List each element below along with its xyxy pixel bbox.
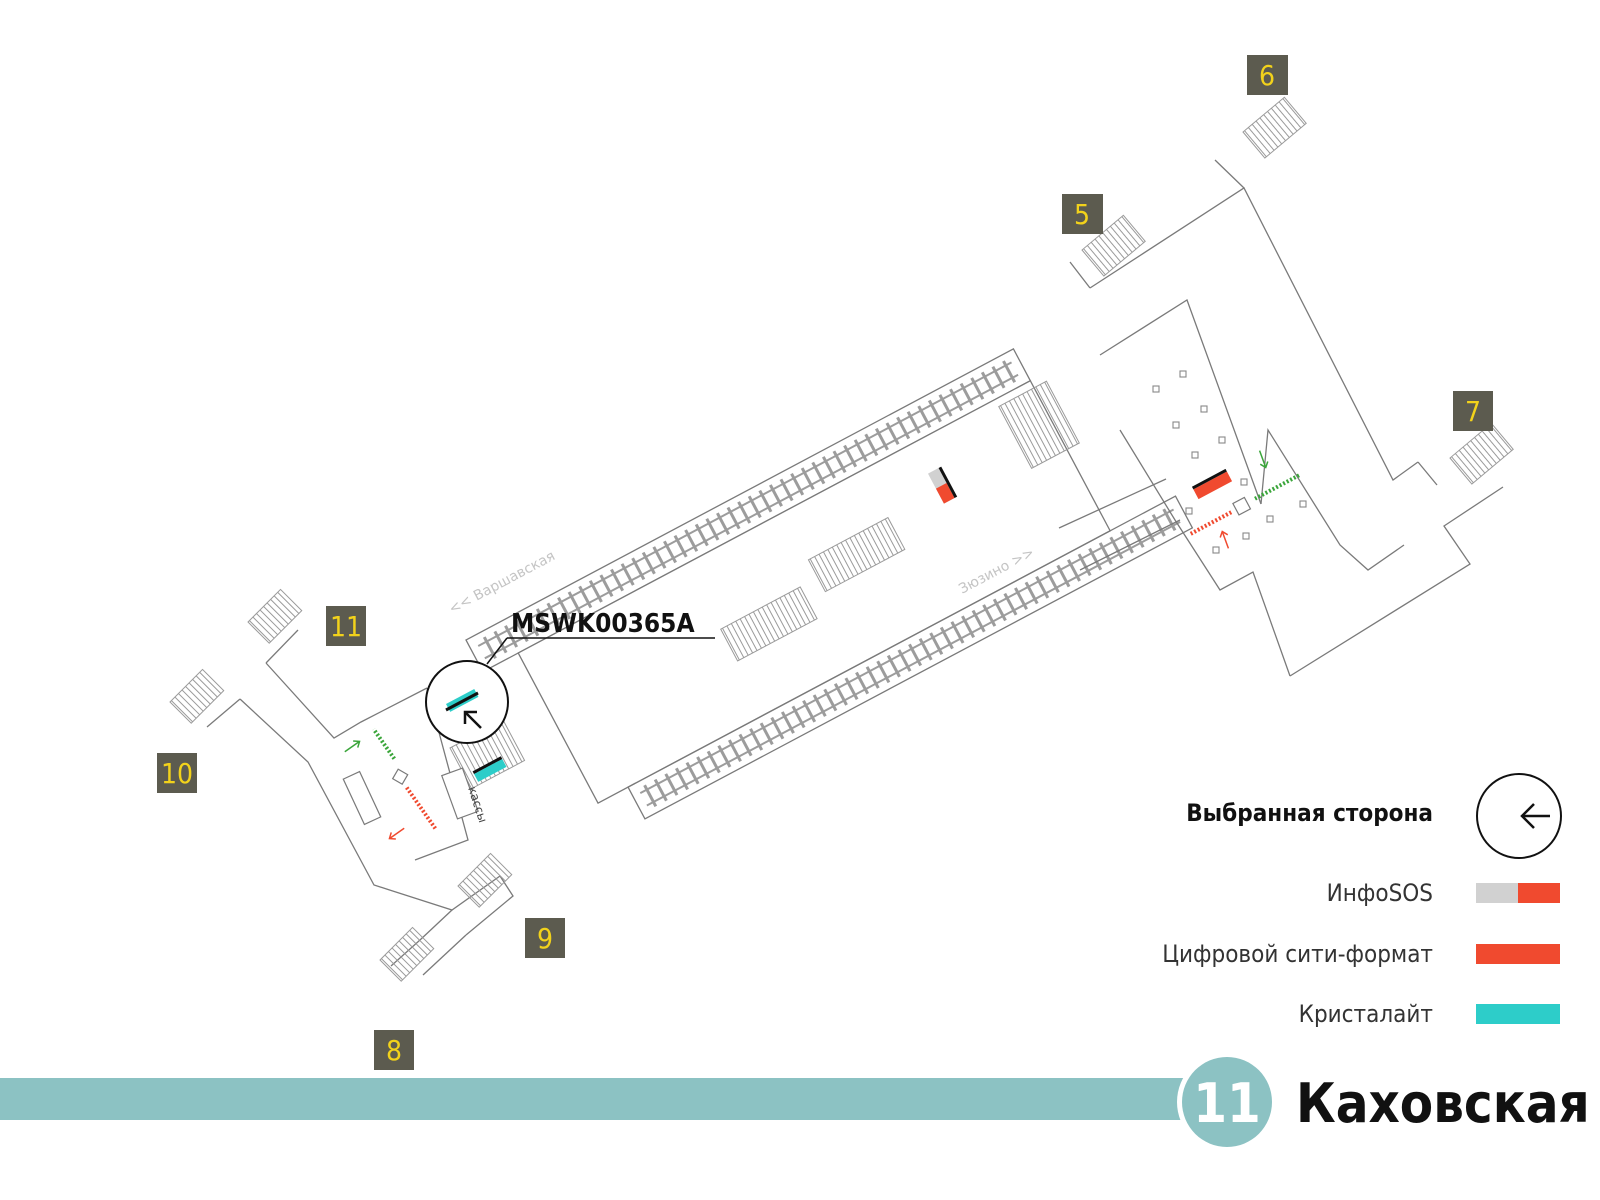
legend-digital-city-format-swatch xyxy=(1476,944,1560,964)
legend-crystalight-label: Кристалайт xyxy=(1299,1000,1433,1028)
svg-text:9: 9 xyxy=(537,922,553,955)
svg-text:10: 10 xyxy=(161,757,193,790)
booth xyxy=(342,770,382,826)
legend-crystalight-swatch xyxy=(1476,1004,1560,1024)
right-vestibule xyxy=(1058,96,1514,677)
stairs-exit-11 xyxy=(247,588,303,644)
line-badge xyxy=(1182,1057,1272,1147)
exit-7: 7 xyxy=(1453,391,1493,431)
arrow-up-left-icon xyxy=(463,710,482,729)
exit-5: 5 xyxy=(1062,194,1103,234)
turnstiles-red-right xyxy=(1189,510,1233,536)
infosos-panel-platform xyxy=(927,466,958,504)
legend-selected-side-label: Выбранная сторона xyxy=(1186,799,1433,827)
svg-text:7: 7 xyxy=(1465,395,1481,428)
legend-digital-city-format-label: Цифровой сити-формат xyxy=(1162,940,1433,968)
exit-9: 9 xyxy=(525,918,565,958)
stairs-exit-9 xyxy=(457,852,513,908)
exit-arrow-icon-right xyxy=(1219,530,1230,549)
left-vestibule: кассы xyxy=(169,588,526,982)
panel-code: MSWK00365A xyxy=(511,609,695,639)
digital-city-format-panel xyxy=(1191,468,1233,500)
exit-10: 10 xyxy=(157,753,197,793)
control-post xyxy=(391,768,409,786)
panel-leader-line xyxy=(486,637,508,665)
svg-text:8: 8 xyxy=(386,1034,402,1067)
legend: Выбранная сторона ИнфоSOS Цифровой сити-… xyxy=(1162,773,1562,1028)
stairs-exit-7 xyxy=(1449,422,1514,485)
arrow-left-icon xyxy=(1520,803,1550,829)
line-band xyxy=(0,1078,1184,1120)
track-upper xyxy=(475,357,1021,663)
stairs-exit-6 xyxy=(1242,96,1307,159)
line-number: 11 xyxy=(1193,1072,1261,1135)
turnstiles-green xyxy=(372,728,396,760)
svg-text:11: 11 xyxy=(330,610,362,643)
legend-infosos-swatch-grey xyxy=(1476,883,1520,903)
legend-selected-side-marker xyxy=(1476,773,1562,859)
exit-11: 11 xyxy=(326,606,366,646)
selected-panel-marker xyxy=(425,660,509,744)
turnstiles-red xyxy=(405,786,437,830)
end-stairs-right xyxy=(998,380,1080,470)
legend-infosos-swatch-red xyxy=(1518,883,1560,903)
control-post-right xyxy=(1232,496,1252,516)
kassy-booth xyxy=(440,767,479,820)
station-name: Каховская xyxy=(1296,1072,1590,1135)
svg-text:5: 5 xyxy=(1074,198,1090,231)
central-stairs-left xyxy=(720,586,818,662)
turnstiles-green-right xyxy=(1253,473,1301,501)
platform-hall xyxy=(465,348,1194,820)
exit-arrow-icon xyxy=(388,827,405,840)
legend-infosos-label: ИнфоSOS xyxy=(1327,879,1433,907)
columns xyxy=(1152,370,1307,554)
entry-arrow-icon-right xyxy=(1258,450,1269,469)
entry-arrow-icon xyxy=(344,740,361,753)
exit-8: 8 xyxy=(374,1030,414,1070)
crystalight-panel-2 xyxy=(472,756,507,782)
svg-text:6: 6 xyxy=(1259,59,1275,92)
central-stairs-right xyxy=(807,516,906,593)
stairs-exit-10 xyxy=(169,668,225,724)
stairs-exit-8 xyxy=(379,926,435,982)
exit-6: 6 xyxy=(1247,55,1288,95)
track-lower xyxy=(637,505,1183,810)
